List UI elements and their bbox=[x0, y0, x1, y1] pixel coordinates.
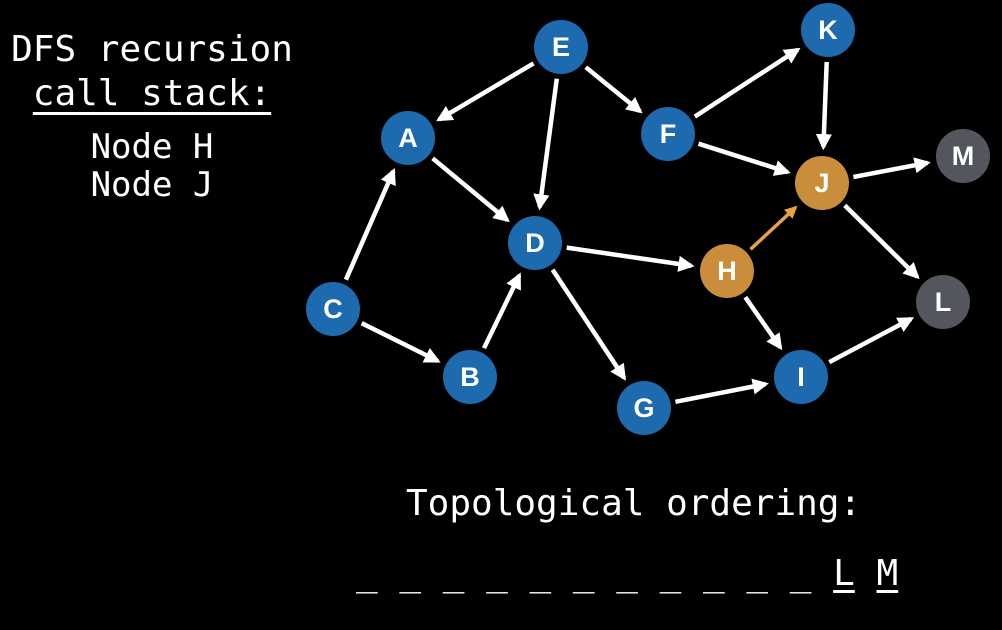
edge-D-H bbox=[566, 245, 695, 272]
call-stack-entry: Node J bbox=[90, 165, 214, 205]
ordering-slot-blank: _ bbox=[356, 553, 378, 594]
edge-J-M bbox=[852, 157, 931, 180]
ordering-slot-blank: _ bbox=[659, 553, 682, 594]
edge-K-J bbox=[815, 61, 832, 151]
ordering-slot-blank: _ bbox=[572, 553, 595, 594]
topological-ordering-label: Topological ordering: bbox=[406, 483, 862, 524]
edge-G-I bbox=[674, 378, 769, 405]
edge-C-A bbox=[343, 168, 396, 281]
edge-A-D bbox=[431, 156, 510, 223]
topological-ordering-slots: _ _ _ _ _ _ _ _ _ _ _ L M bbox=[356, 552, 898, 596]
ordering-slot-blank: _ bbox=[789, 553, 812, 594]
edge-C-B bbox=[360, 321, 441, 364]
ordering-slot-blank: _ bbox=[486, 553, 508, 594]
ordering-slot-blank: _ bbox=[529, 553, 552, 594]
ordering-slot-blank: _ bbox=[616, 553, 638, 594]
edge-F-J bbox=[697, 141, 791, 176]
ordering-slot-blank: _ bbox=[442, 553, 465, 594]
edge-D-G bbox=[550, 268, 627, 381]
edge-H-J bbox=[749, 205, 798, 251]
ordering-slot-L: L bbox=[833, 553, 855, 594]
ordering-slot-M: M bbox=[876, 553, 899, 594]
ordering-slot-blank: _ bbox=[703, 553, 725, 594]
edge-E-A bbox=[436, 61, 535, 122]
edge-F-K bbox=[693, 47, 801, 119]
call-stack-title-line2: call stack: bbox=[32, 73, 272, 114]
edge-E-D bbox=[533, 78, 560, 211]
edge-H-I bbox=[743, 295, 783, 351]
edge-I-L bbox=[828, 316, 915, 365]
edge-J-L bbox=[843, 203, 920, 280]
call-stack-title-line1: DFS recursion bbox=[11, 29, 293, 70]
ordering-slot-blank: _ bbox=[399, 553, 422, 594]
call-stack-entry: Node H bbox=[90, 127, 214, 167]
edge-B-D bbox=[481, 272, 522, 350]
ordering-slot-blank: _ bbox=[746, 553, 769, 594]
edge-E-F bbox=[584, 65, 643, 114]
